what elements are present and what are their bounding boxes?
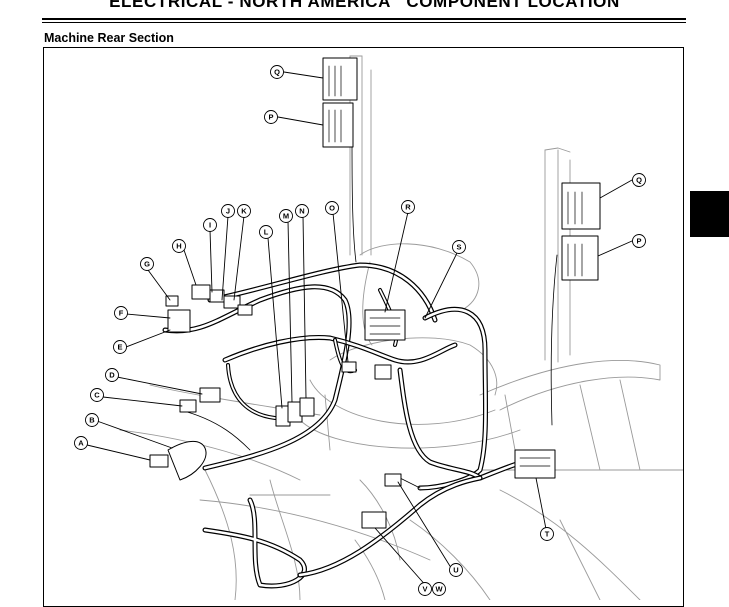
callout-label: D — [109, 371, 115, 380]
callout-label: J — [226, 207, 230, 216]
callout-e — [113, 340, 127, 354]
connector-group-r — [364, 309, 406, 341]
callout-label: C — [94, 391, 100, 400]
callout-label: W — [435, 585, 443, 594]
connector-v-w — [361, 511, 387, 529]
callout-o — [325, 201, 339, 215]
connector-k — [237, 304, 253, 316]
connector-g — [165, 295, 179, 307]
callout-a — [74, 436, 88, 450]
callout-label: A — [78, 439, 84, 448]
callout-f — [114, 306, 128, 320]
header-rule — [42, 18, 686, 20]
connector-b — [167, 441, 207, 481]
callouts — [74, 65, 646, 596]
callout-text: Q P Q P G H I J K F E L M N O R S D C B … — [78, 68, 642, 594]
connector-h — [191, 284, 211, 300]
callout-t — [540, 527, 554, 541]
callout-l — [259, 225, 273, 239]
callout-s — [452, 240, 466, 254]
components — [149, 57, 601, 529]
callout-v — [418, 582, 432, 596]
connector-j — [223, 295, 241, 309]
page-header-title: ELECTRICAL - NORTH AMERICA COMPONENT LOC… — [109, 0, 620, 11]
wiring-harness — [165, 265, 545, 586]
callout-label: N — [299, 207, 304, 216]
callout-p-right — [632, 234, 646, 248]
header-rule-thin — [42, 22, 686, 23]
callout-g — [140, 257, 154, 271]
connector-s — [374, 364, 392, 380]
callout-label: G — [144, 260, 150, 269]
callout-label: R — [405, 203, 411, 212]
leader-lines — [86, 71, 633, 589]
callout-label: Q — [274, 68, 280, 77]
callout-k — [237, 204, 251, 218]
machine-outline — [119, 55, 683, 600]
callout-c — [90, 388, 104, 402]
callout-label: B — [89, 416, 95, 425]
callout-p-top — [264, 110, 278, 124]
connector-group-t — [514, 449, 556, 479]
relay-p-right — [561, 235, 599, 281]
callout-m — [279, 209, 293, 223]
callout-n — [295, 204, 309, 218]
callout-label: L — [264, 228, 269, 237]
callout-label: V — [422, 585, 427, 594]
callout-j — [221, 204, 235, 218]
callout-b — [85, 413, 99, 427]
callout-label: O — [329, 204, 335, 213]
callout-q-top — [270, 65, 284, 79]
callout-u — [449, 563, 463, 577]
thin-wires — [179, 134, 558, 489]
section-tab-marker — [690, 191, 729, 237]
callout-q-right — [632, 173, 646, 187]
callout-label: I — [209, 221, 211, 230]
callout-w — [432, 582, 446, 596]
connector-d — [199, 387, 221, 403]
callout-label: P — [268, 113, 273, 122]
callout-label: T — [545, 530, 550, 539]
section-title: Machine Rear Section — [44, 31, 174, 45]
callout-label: H — [176, 242, 181, 251]
callout-d — [105, 368, 119, 382]
connector-u — [384, 473, 402, 487]
callout-label: Q — [636, 176, 642, 185]
callout-label: S — [456, 243, 461, 252]
connector-a — [149, 454, 169, 468]
callout-label: M — [283, 212, 289, 221]
callout-label: U — [453, 566, 458, 575]
callout-h — [172, 239, 186, 253]
callout-label: P — [636, 237, 641, 246]
callout-r — [401, 200, 415, 214]
connector-o — [341, 361, 357, 373]
relay-p-top — [322, 102, 354, 148]
relay-q-top — [322, 57, 358, 101]
callout-i — [203, 218, 217, 232]
component-n — [299, 397, 315, 417]
callout-label: K — [241, 207, 247, 216]
connector-e-f — [167, 309, 191, 333]
callout-label: F — [119, 309, 124, 318]
callout-label: E — [117, 343, 122, 352]
